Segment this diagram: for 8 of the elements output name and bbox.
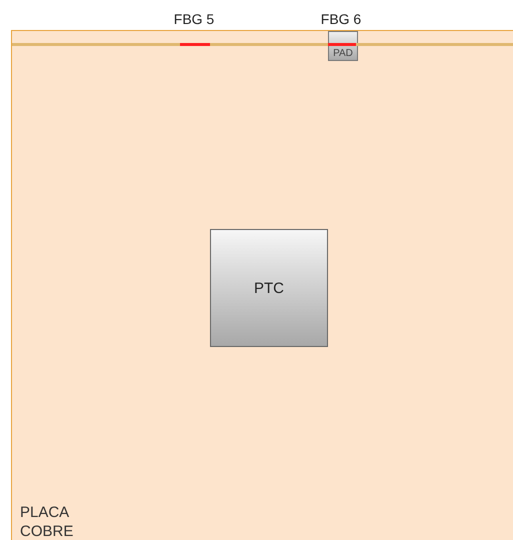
pad-block bbox=[328, 31, 358, 61]
ptc-heater-block bbox=[210, 229, 328, 347]
pad-label: PAD bbox=[332, 47, 354, 60]
sensor-label: FBG 6 bbox=[320, 11, 362, 27]
ptc-label: PTC bbox=[253, 278, 285, 298]
sensor-label: FBG 5 bbox=[174, 11, 214, 27]
copper-plate bbox=[11, 30, 513, 540]
plate-label: PLACA COBRE bbox=[20, 503, 74, 540]
